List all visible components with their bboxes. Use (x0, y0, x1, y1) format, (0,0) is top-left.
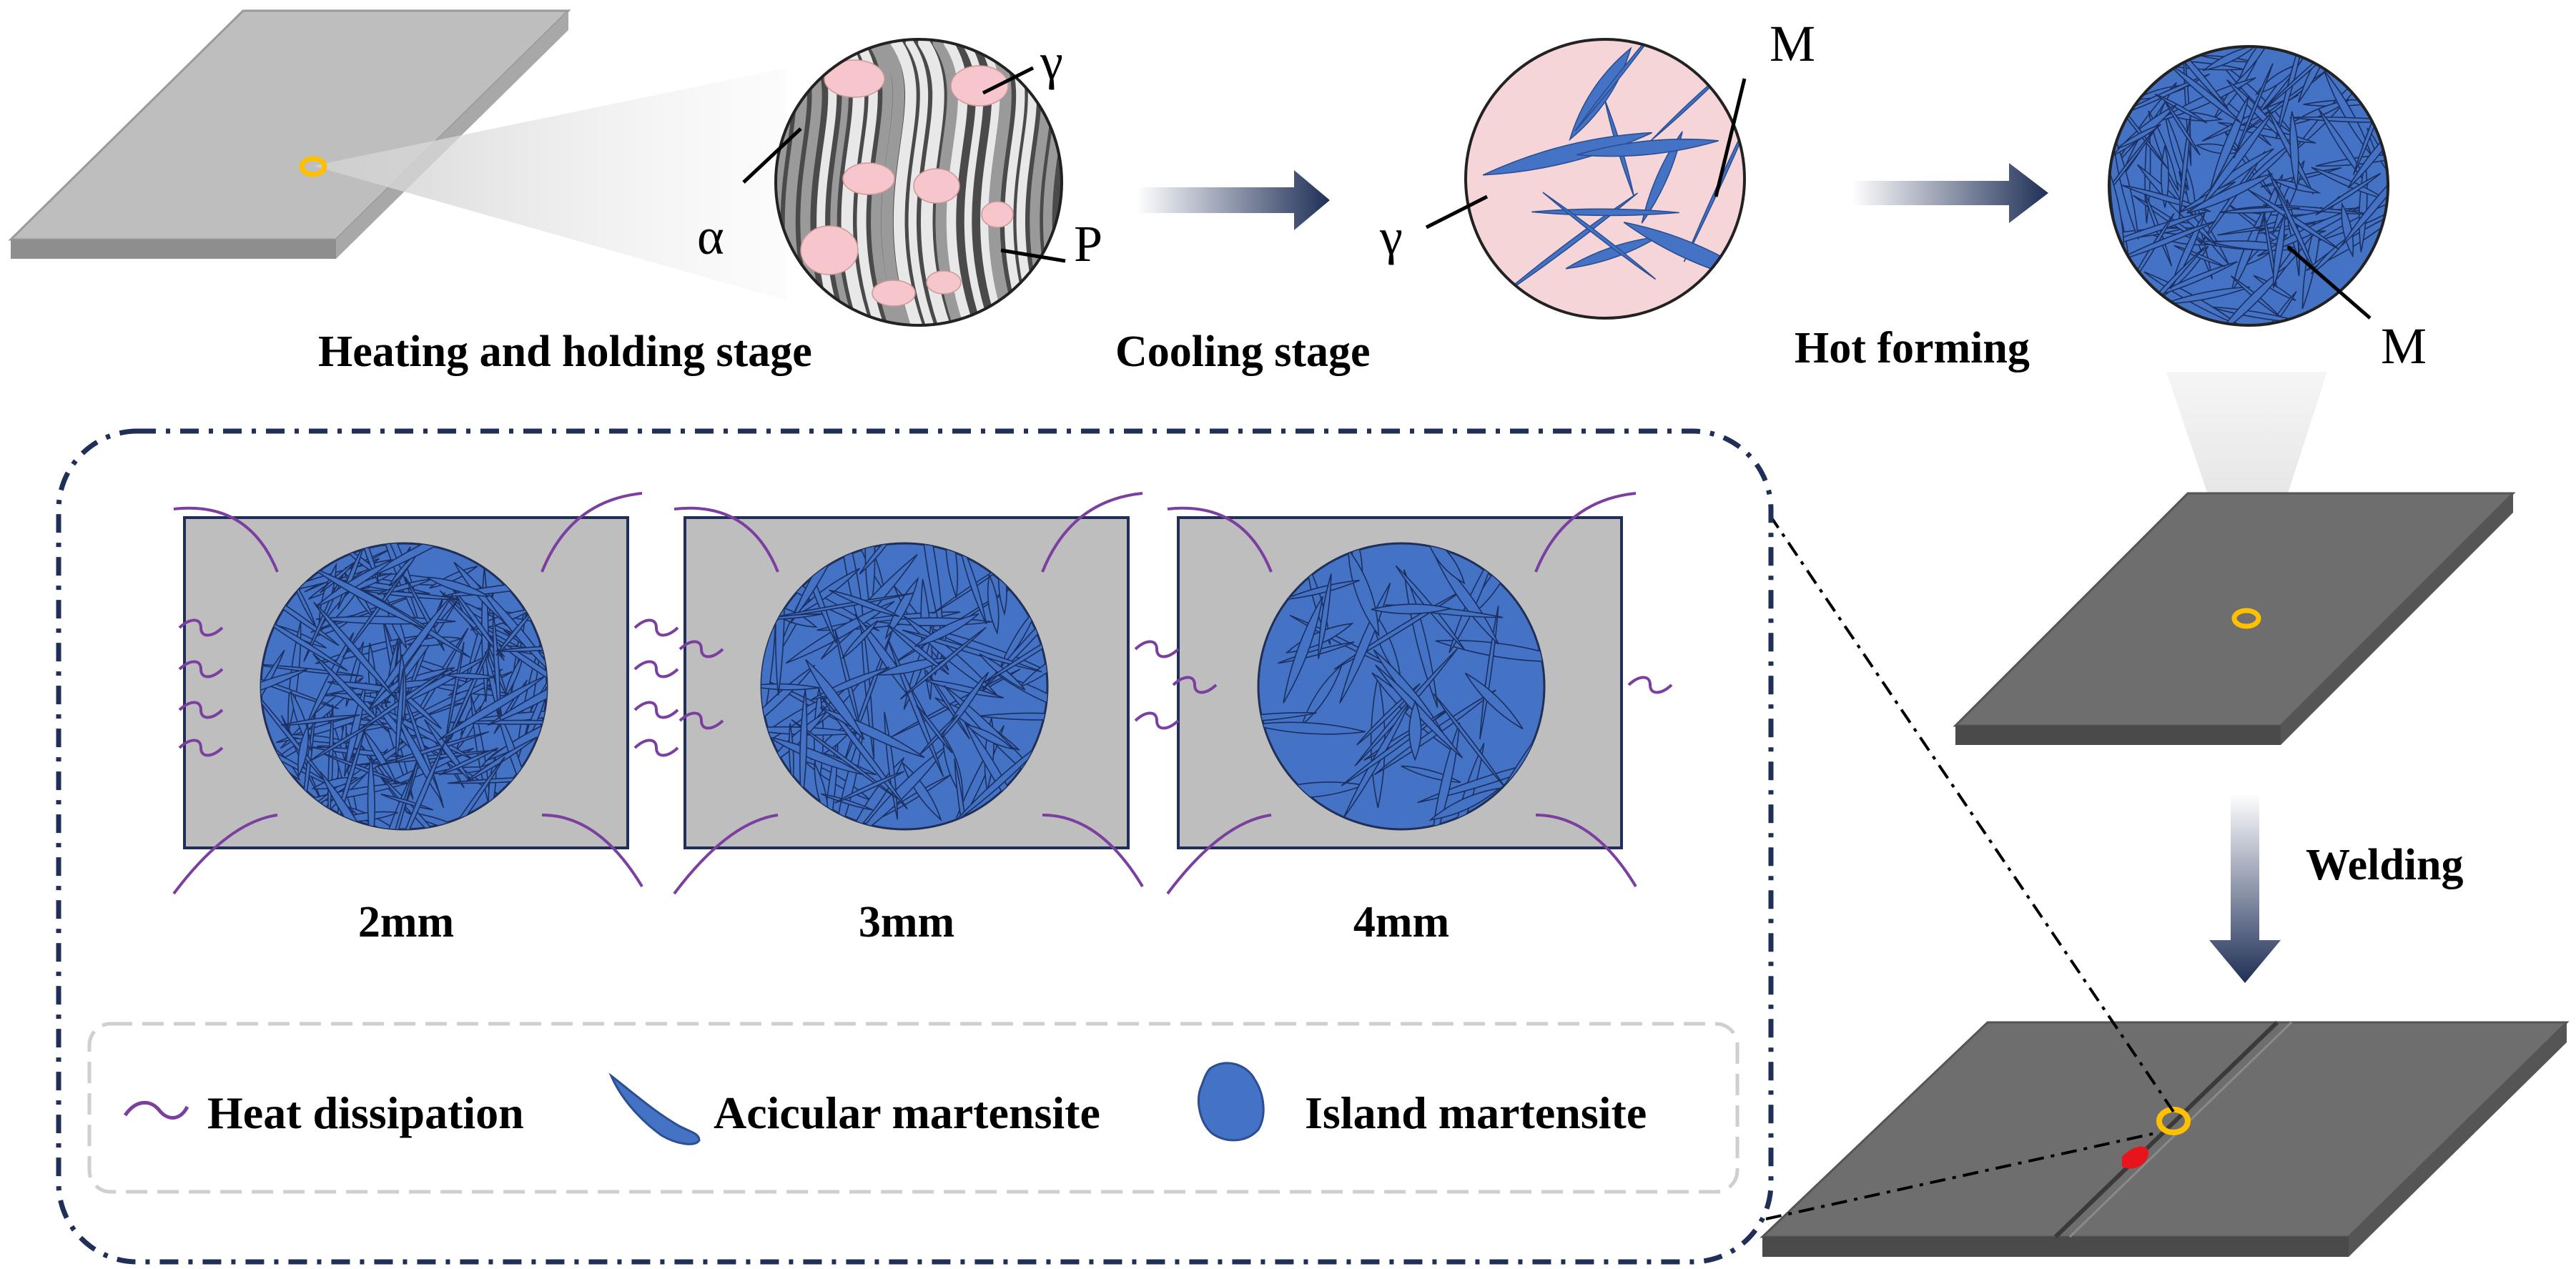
leader-martensite-2 (2286, 245, 2372, 320)
leader-gamma-1 (982, 66, 1035, 95)
arrow-cooling-to-forming (1852, 163, 2048, 223)
label-martensite-1: M (1770, 15, 1815, 72)
heat-dissipation-icon (123, 1100, 189, 1120)
panel-2mm (183, 516, 629, 849)
leader-gamma-2 (1425, 194, 1489, 229)
legend-acicular-martensite: Acicular martensite (714, 1087, 1100, 1138)
base-plate (8, 9, 571, 259)
label-martensite-2: M (2381, 317, 2427, 375)
heated-spot (299, 156, 327, 177)
caption-welding: Welding (2306, 841, 2464, 889)
magnifier-beam-1 (313, 68, 786, 300)
heat-dissipation-waves (172, 492, 1673, 895)
caption-cooling: Cooling stage (1115, 327, 1371, 376)
formed-plate (1953, 492, 2516, 745)
label-gamma-2: γ (1379, 208, 1403, 265)
panel-label-4mm: 4mm (1353, 898, 1449, 947)
label-alpha: α (697, 208, 724, 265)
formed-spot (2231, 608, 2261, 629)
microstructure-austenite-martensite (1464, 38, 1746, 320)
caption-heating: Heating and holding stage (318, 327, 812, 376)
leader-pearlite (1000, 248, 1066, 263)
arrow-welding (2209, 794, 2281, 983)
panel-3mm (684, 516, 1130, 849)
caption-hot-forming: Hot forming (1795, 324, 2030, 372)
leader-martensite-1 (1714, 78, 1747, 197)
legend-heat-dissipation: Heat dissipation (207, 1087, 524, 1138)
legend-island-martensite: Island martensite (1305, 1087, 1647, 1138)
weld-zone-frame (56, 428, 1774, 1265)
island-martensite-icon (1198, 1062, 1265, 1142)
panel-label-2mm: 2mm (358, 898, 454, 947)
label-pearlite: P (1074, 215, 1102, 272)
leader-alpha (742, 127, 802, 184)
microstructure-martensite (2108, 45, 2389, 327)
zoom-line-upper (1768, 513, 2175, 1113)
panel-label-3mm: 3mm (859, 898, 954, 947)
panel-4mm (1177, 516, 1623, 849)
acicular-martensite-icon (608, 1072, 701, 1145)
weld-red-spot (2122, 1146, 2148, 1169)
microstructure-ferrite-pearlite (774, 38, 1063, 327)
label-gamma-1: γ (1040, 33, 1063, 90)
legend-box (87, 1022, 1739, 1194)
arrow-heating-to-cooling (1137, 170, 1330, 230)
welded-plate (1760, 1020, 2570, 1257)
